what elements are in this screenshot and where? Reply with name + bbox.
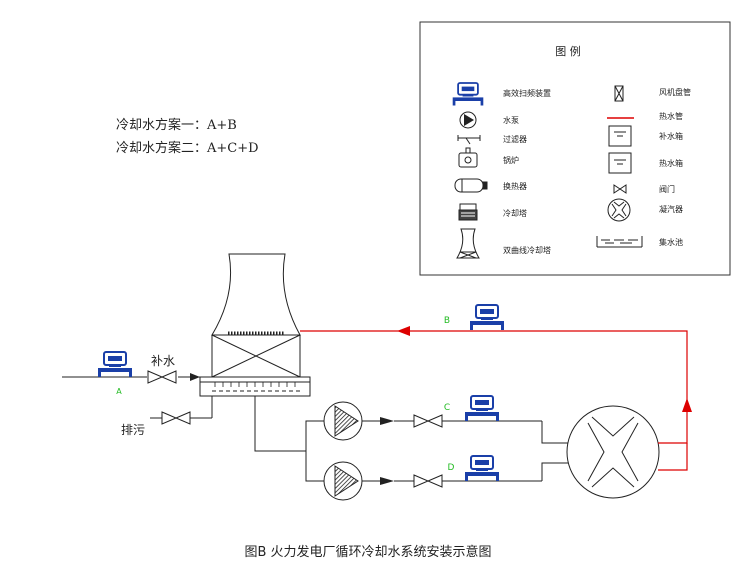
legend-exchanger-label: 换热器 bbox=[503, 181, 527, 191]
device-a-icon bbox=[97, 351, 133, 378]
pump-c-discharge bbox=[362, 420, 568, 444]
legend-hyper-tower-icon bbox=[456, 228, 480, 259]
legend-boiler-label: 锅炉 bbox=[503, 155, 519, 165]
legend-exchanger-icon bbox=[454, 178, 488, 193]
drain-valve-icon bbox=[161, 411, 191, 425]
legend-pump-label: 水泵 bbox=[503, 115, 519, 125]
pump-d-discharge bbox=[362, 462, 568, 482]
legend-title: 图 例 bbox=[555, 44, 581, 58]
legend-filter-icon bbox=[457, 135, 481, 145]
legend-box: 图 例 高效扫频装置 水泵 过滤器 锅炉 换热器 bbox=[419, 21, 731, 276]
legend-tower-label: 冷却塔 bbox=[503, 208, 527, 218]
legend-boiler-icon bbox=[458, 147, 478, 168]
legend-hot-tank-label: 热水箱 bbox=[659, 158, 683, 168]
hot-return-up-arrow-icon bbox=[682, 398, 692, 412]
device-d-icon bbox=[464, 455, 500, 482]
pump-c-arrow-icon bbox=[380, 417, 394, 425]
scheme-one-text: 冷却水方案一：A+B bbox=[116, 117, 237, 133]
legend-fancoil-icon bbox=[614, 85, 624, 102]
legend-device-label: 高效扫频装置 bbox=[503, 88, 551, 98]
legend-pump-icon bbox=[459, 111, 477, 129]
drain-line bbox=[150, 396, 213, 419]
point-d-label: D bbox=[448, 463, 455, 473]
legend-valve-icon bbox=[613, 184, 627, 194]
makeup-arrow-icon bbox=[190, 373, 200, 381]
legend-condenser-icon bbox=[607, 198, 631, 222]
condenser-icon bbox=[566, 405, 660, 499]
drain-label: 排污 bbox=[121, 423, 145, 437]
point-b-label: B bbox=[444, 316, 450, 326]
legend-tower-icon bbox=[458, 203, 478, 221]
valve-d-icon bbox=[413, 474, 443, 488]
legend-valve-label: 阀门 bbox=[659, 184, 675, 194]
scheme-two-text: 冷却水方案二：A+C+D bbox=[116, 140, 259, 156]
legend-fancoil-label: 风机盘管 bbox=[659, 87, 691, 97]
figure-caption: 图B 火力发电厂循环冷却水系统安装示意图 bbox=[244, 544, 491, 560]
makeup-label: 补水 bbox=[151, 354, 175, 368]
point-c-label: C bbox=[444, 403, 450, 413]
legend-filter-label: 过滤器 bbox=[503, 134, 527, 144]
legend-makeup-tank-label: 补水箱 bbox=[659, 131, 683, 141]
valve-c-icon bbox=[413, 414, 443, 428]
legend-hotpipe-label: 热水管 bbox=[659, 111, 683, 121]
device-c-icon bbox=[464, 395, 500, 422]
pump-suction-lines bbox=[254, 396, 324, 482]
legend-hyper-tower-label: 双曲线冷却塔 bbox=[503, 245, 551, 255]
legend-hot-tank-icon bbox=[608, 152, 632, 174]
legend-condenser-label: 凝汽器 bbox=[659, 204, 683, 214]
legend-makeup-tank-icon bbox=[608, 125, 632, 147]
point-a-label: A bbox=[116, 387, 122, 396]
hyperbolic-cooling-tower-icon bbox=[199, 253, 311, 397]
legend-sump-icon bbox=[596, 236, 643, 248]
pump-d-icon bbox=[323, 461, 363, 501]
hot-return-pipe bbox=[300, 330, 688, 471]
makeup-valve-icon bbox=[147, 370, 177, 384]
device-b-icon bbox=[469, 304, 505, 331]
legend-sump-label: 集水池 bbox=[659, 237, 683, 247]
pump-d-arrow-icon bbox=[380, 477, 394, 485]
hot-return-left-arrow-icon bbox=[397, 326, 410, 336]
pump-c-icon bbox=[323, 401, 363, 441]
